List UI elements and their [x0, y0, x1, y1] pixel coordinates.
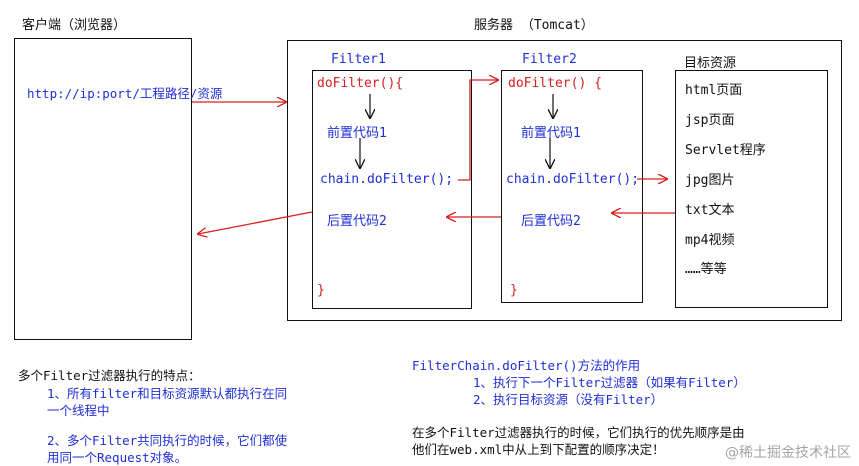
filter1-to-filter2-arrow — [458, 80, 498, 181]
filter1-post-code: 后置代码2 — [327, 214, 387, 229]
filter1-chain-call: chain.doFilter(); — [320, 172, 454, 187]
filter2-post-code: 后置代码2 — [521, 214, 581, 229]
filter2-name: Filter2 — [522, 52, 577, 67]
response-arrow — [198, 211, 313, 234]
server-title: 服务器 （Tomcat） — [474, 18, 594, 33]
filter1-pre-code: 前置代码1 — [327, 126, 387, 141]
target-box: html页面 jsp页面 Servlet程序 jpg图片 txt文本 mp4视频… — [675, 70, 828, 308]
target-title: 目标资源 — [684, 56, 737, 71]
features-item-2a: 2、多个Filter共同执行的时候，它们都使 — [47, 433, 288, 448]
target-item: jpg图片 — [685, 173, 735, 188]
order-line-1: 在多个Filter过滤器执行的时候，它们执行的优先顺序是由 — [412, 425, 745, 440]
filter2-close-brace: } — [510, 283, 518, 298]
features-item-2b: 用同一个Request对象。 — [47, 450, 188, 465]
features-title: 多个Filter过滤器执行的特点： — [18, 368, 201, 383]
filter1-name: Filter1 — [331, 52, 386, 67]
target-item: ……等等 — [685, 262, 727, 277]
client-box: http://ip:port/工程路径/资源 — [14, 38, 222, 340]
chain-item-1: 1、执行下一个Filter过滤器（如果有Filter） — [473, 375, 746, 390]
request-url: http://ip:port/工程路径/资源 — [27, 86, 223, 101]
client-title: 客户端（浏览器） — [22, 18, 127, 33]
filter1-close-brace: } — [317, 283, 325, 298]
target-item: txt文本 — [685, 203, 735, 218]
target-item: mp4视频 — [685, 233, 735, 248]
watermark: @稀土掘金技术社区 — [725, 445, 851, 461]
order-line-2: 他们在web.xml中从上到下配置的顺序决定！ — [412, 442, 665, 457]
filter2-box: doFilter() { 前置代码1 chain.doFilter(); 后置代… — [501, 70, 643, 303]
filter1-dofilter: doFilter(){ — [317, 76, 404, 91]
features-item-1b: 一个线程中 — [47, 403, 110, 418]
filter1-box: doFilter(){ 前置代码1 chain.doFilter(); 后置代码… — [312, 70, 472, 309]
features-item-1a: 1、所有filter和目标资源默认都执行在同 — [47, 386, 288, 401]
chain-title: FilterChain.doFilter()方法的作用 — [412, 358, 641, 373]
filter2-dofilter: doFilter() { — [508, 76, 602, 91]
chain-item-2: 2、执行目标资源（没有Filter） — [473, 392, 664, 407]
filter2-pre-code: 前置代码1 — [521, 126, 581, 141]
filter2-chain-call: chain.doFilter(); — [506, 172, 640, 187]
target-item: jsp页面 — [685, 113, 735, 128]
target-item: html页面 — [685, 83, 743, 98]
target-item: Servlet程序 — [685, 143, 766, 158]
